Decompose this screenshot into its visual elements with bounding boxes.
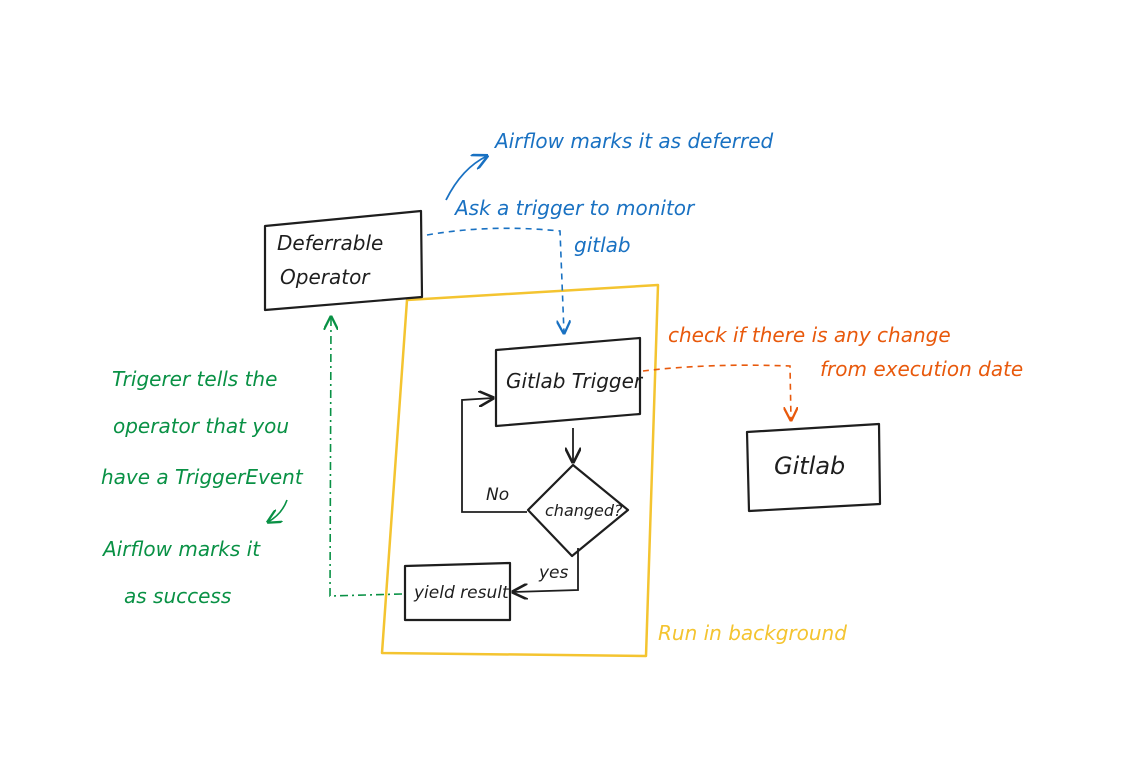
annotation-deferred: Airflow marks it as deferred <box>493 129 774 153</box>
edge-label-no: No <box>486 485 509 505</box>
annotation-check-1: check if there is any change <box>668 323 951 347</box>
annotation-check-2: from execution date <box>820 357 1023 381</box>
gitlab-trigger-node: Gitlab Trigger <box>494 336 644 428</box>
background-label: Run in background <box>658 621 847 645</box>
arrow-result-to-operator <box>330 317 403 597</box>
arrow-trigger-event <box>268 499 288 522</box>
arrow-trigger-to-gitlab <box>642 364 791 420</box>
arrow-yes <box>513 548 579 592</box>
gitlab-node: Gitlab <box>745 422 882 513</box>
annotation-ask-trigger-2: gitlab <box>574 233 631 257</box>
annotation-triggerer-1: Trigerer tells the <box>112 367 277 391</box>
deferrable-operator-label-1: Deferrable <box>277 231 383 255</box>
background-region <box>380 283 660 658</box>
deferrable-operator-label-2: Operator <box>280 265 371 289</box>
arrow-operator-to-trigger <box>426 227 564 333</box>
changed-label: changed? <box>545 501 623 520</box>
annotation-triggerer-4: Airflow marks it <box>101 537 261 561</box>
yield-result-label: yield result <box>413 583 510 603</box>
yield-result-node: yield result <box>403 561 512 622</box>
deferrable-operator-node: Deferrable Operator <box>263 209 424 312</box>
arrow-no-loop <box>461 398 527 513</box>
changed-decision-node: changed? <box>526 463 630 558</box>
edge-label-yes: yes <box>538 563 569 583</box>
gitlab-trigger-label: Gitlab Trigger <box>506 369 644 393</box>
annotation-triggerer-5: as success <box>124 584 231 608</box>
arrow-deferred <box>445 156 487 201</box>
gitlab-label: Gitlab <box>774 452 845 480</box>
annotation-ask-trigger-1: Ask a trigger to monitor <box>453 196 696 220</box>
annotation-triggerer-3: have a TriggerEvent <box>101 465 304 489</box>
annotation-triggerer-2: operator that you <box>113 414 289 438</box>
